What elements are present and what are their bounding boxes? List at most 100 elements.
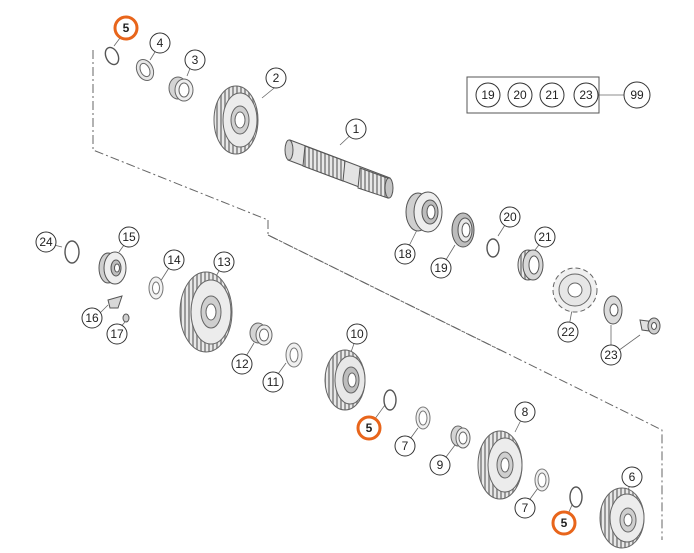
bearing-part-15	[98, 251, 127, 285]
callout-number: 5	[123, 21, 130, 35]
gear-part-2	[213, 85, 259, 155]
callout-c23: 23	[600, 344, 622, 366]
callout-circle	[356, 415, 382, 441]
callout-circle	[262, 371, 284, 393]
callout-c12: 12	[231, 353, 253, 375]
svg-text:21: 21	[545, 88, 559, 102]
callout-number: 23	[604, 348, 618, 362]
kit-member-21: 21	[539, 82, 565, 108]
assembly-outline	[92, 50, 663, 540]
callout-circle	[534, 226, 556, 248]
screw-part-17	[122, 313, 130, 323]
kit-member-20: 20	[507, 82, 533, 108]
circlip-part-24	[64, 240, 80, 264]
gear-part-8	[477, 430, 523, 500]
pin-part-16	[107, 295, 123, 309]
callout-c7b: 7	[514, 497, 536, 519]
callout-circle	[557, 321, 579, 343]
callout-circle	[551, 510, 577, 536]
washer-part-7-upper	[415, 406, 431, 430]
callout-circle	[106, 323, 128, 345]
callout-circle	[430, 257, 452, 279]
callout-c17: 17	[106, 323, 128, 345]
callout-c5a: 5	[113, 15, 139, 41]
callout-number: 7	[522, 501, 529, 515]
callout-number: 17	[110, 327, 124, 341]
circlip-part-5-lower	[569, 486, 583, 508]
callout-number: 6	[629, 470, 636, 484]
callout-number: 9	[437, 458, 444, 472]
callout-number: 5	[561, 516, 568, 530]
callout-number: 11	[267, 375, 280, 389]
callout-c5c: 5	[551, 510, 577, 536]
callout-circle	[499, 206, 521, 228]
washer-part-23	[603, 295, 623, 325]
callout-number: 12	[235, 357, 249, 371]
bearing-part-18	[405, 191, 443, 233]
bushing-part-3	[168, 76, 194, 102]
kit-label-99: 99	[623, 81, 651, 109]
kit-member-19: 19	[475, 82, 501, 108]
callout-c22: 22	[557, 321, 579, 343]
callout-circle	[113, 15, 139, 41]
callout-number: 10	[350, 327, 364, 341]
callout-number: 20	[503, 210, 517, 224]
callout-circle	[394, 435, 416, 457]
washer-part-7-lower	[534, 468, 550, 492]
callout-c7a: 7	[394, 435, 416, 457]
callout-number: 1	[353, 122, 360, 136]
svg-text:19: 19	[481, 88, 495, 102]
callout-circle	[81, 307, 103, 329]
callout-number: 19	[434, 261, 448, 275]
callout-number: 8	[522, 405, 529, 419]
callout-circle	[265, 67, 287, 89]
callout-c6: 6	[621, 466, 643, 488]
callout-c21: 21	[534, 226, 556, 248]
callout-circle	[394, 243, 416, 265]
spacer-part-21	[517, 249, 544, 281]
callout-number: 24	[39, 235, 53, 249]
callout-circle	[514, 497, 536, 519]
callout-c9: 9	[429, 454, 451, 476]
callout-c20: 20	[499, 206, 521, 228]
callout-number: 3	[192, 53, 199, 67]
oring-part-20	[486, 238, 500, 258]
gear-part-10	[324, 349, 366, 411]
callout-c19: 19	[430, 257, 452, 279]
callout-circle	[231, 353, 253, 375]
callout-number: 15	[122, 230, 136, 244]
callout-c8: 8	[514, 401, 536, 423]
callout-number: 4	[157, 36, 164, 50]
callout-c15: 15	[118, 226, 140, 248]
callout-circle	[429, 454, 451, 476]
callout-c2: 2	[265, 67, 287, 89]
callout-c10: 10	[346, 323, 368, 345]
callout-circle	[345, 118, 367, 140]
shaft-part-1	[284, 139, 394, 199]
callout-c5b: 5	[356, 415, 382, 441]
callout-circle	[600, 344, 622, 366]
callout-circle	[346, 323, 368, 345]
callout-c14: 14	[163, 249, 185, 271]
callout-circle	[163, 249, 185, 271]
callout-number: 7	[402, 439, 409, 453]
seal-part-19	[451, 212, 475, 248]
callout-number: 16	[85, 311, 99, 325]
circlip-part-5	[104, 46, 120, 66]
callout-c16: 16	[81, 307, 103, 329]
callout-circle	[35, 231, 57, 253]
gear-part-6	[599, 487, 645, 549]
callout-c3: 3	[184, 49, 206, 71]
callout-number: 14	[167, 253, 181, 267]
washer-part-14	[148, 276, 164, 300]
kit-box	[466, 76, 600, 114]
washer-part-4	[135, 58, 155, 82]
callout-c11: 11	[262, 371, 284, 393]
circlip-part-5-mid	[383, 389, 397, 411]
callout-number: 18	[398, 247, 412, 261]
svg-text:20: 20	[513, 88, 527, 102]
callout-c24: 24	[35, 231, 57, 253]
